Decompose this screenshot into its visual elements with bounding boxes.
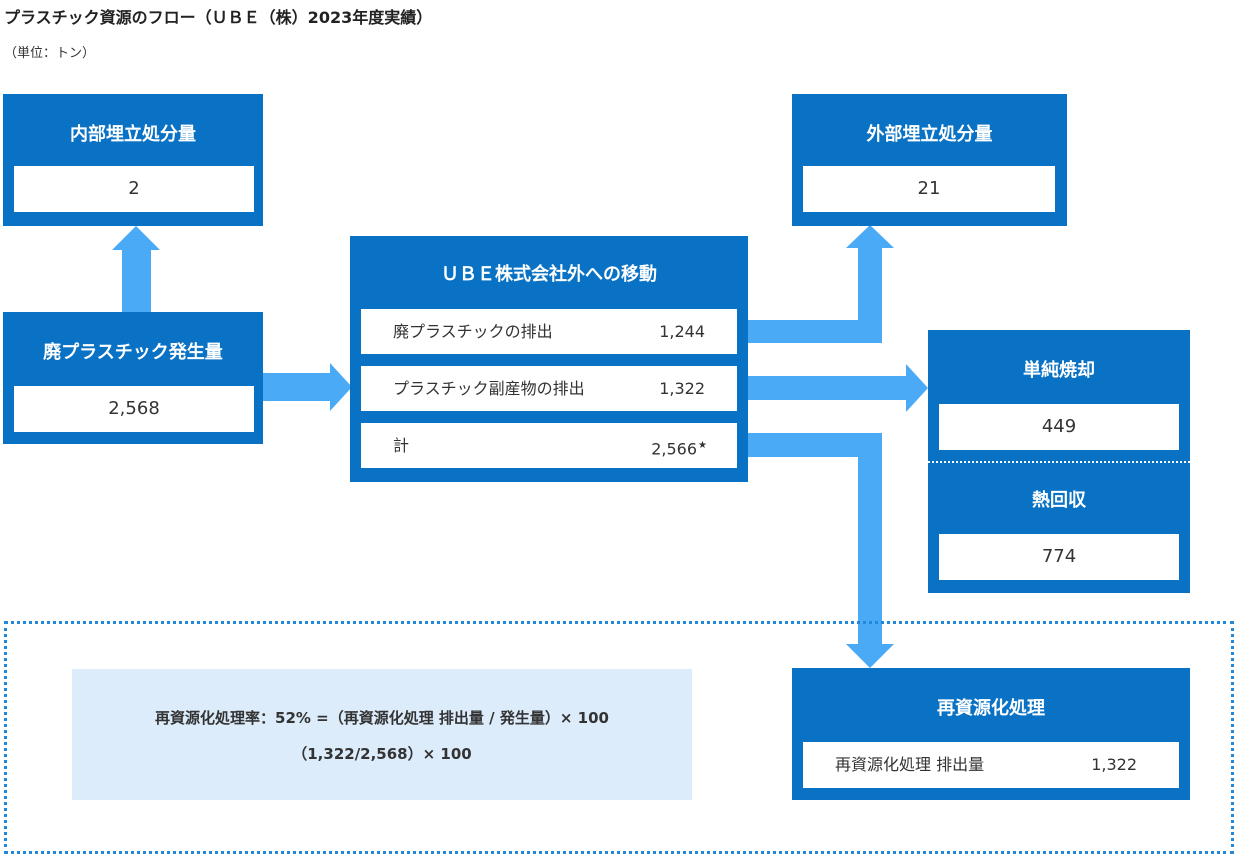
transfer-row-waste: 廃プラスチックの排出 1,244	[361, 309, 737, 354]
heat-recovery-label: 熱回収	[1032, 490, 1086, 511]
star-mark: ★	[698, 440, 707, 451]
incineration-label: 単純焼却	[1023, 360, 1095, 381]
transfer-row-value: 1,244	[659, 322, 705, 341]
heat-recovery-value: 774	[939, 534, 1179, 580]
transfer-row-value: 1,322	[659, 379, 705, 398]
external-landfill-label: 外部埋立処分量	[866, 124, 993, 145]
formula-box: 再資源化処理率：52% =（再資源化処理 排出量 / 発生量）× 100 （1,…	[72, 669, 692, 800]
external-landfill-value: 21	[803, 166, 1055, 212]
transfer-box: ＵＢＥ株式会社外への移動 廃プラスチックの排出 1,244 プラスチック副産物の…	[350, 236, 748, 482]
transfer-total-value: 2,566	[651, 439, 698, 459]
internal-landfill-box: 内部埋立処分量 2	[3, 94, 263, 226]
recycling-label: 再資源化処理	[937, 698, 1045, 719]
incineration-heat-box: 単純焼却 449 熱回収 774	[928, 330, 1190, 593]
recycling-row-label: 再資源化処理 排出量	[835, 755, 985, 774]
internal-landfill-label: 内部埋立処分量	[70, 124, 196, 145]
transfer-row-label: 廃プラスチックの排出	[393, 322, 553, 341]
internal-landfill-value: 2	[14, 166, 254, 212]
transfer-row-byproduct: プラスチック副産物の排出 1,322	[361, 366, 737, 411]
transfer-label: ＵＢＥ株式会社外への移動	[441, 264, 657, 285]
transfer-row-label: プラスチック副産物の排出	[393, 379, 585, 398]
arrow-to-recycling	[748, 433, 894, 668]
recycling-frame	[4, 621, 1234, 854]
divider	[928, 461, 1190, 463]
waste-plastic-label: 廃プラスチック発生量	[43, 342, 223, 363]
recycling-row: 再資源化処理 排出量 1,322	[803, 742, 1179, 788]
external-landfill-box: 外部埋立処分量 21	[792, 94, 1067, 226]
transfer-row-total: 計 2,566★	[361, 423, 737, 468]
transfer-row-label: 計	[393, 436, 410, 455]
waste-plastic-value: 2,568	[14, 386, 254, 432]
recycling-box: 再資源化処理 再資源化処理 排出量 1,322	[792, 668, 1190, 800]
arrow-to-internal-landfill	[112, 226, 160, 312]
arrow-to-transfer	[263, 363, 352, 411]
transfer-row-total-value: 2,566★	[651, 423, 707, 471]
unit-label: （単位：トン）	[4, 46, 96, 61]
incineration-value: 449	[939, 404, 1179, 450]
waste-plastic-box: 廃プラスチック発生量 2,568	[3, 312, 263, 444]
recycling-row-value: 1,322	[1091, 755, 1137, 774]
arrow-to-external-landfill	[748, 225, 894, 343]
page-title: プラスチック資源のフロー（ＵＢＥ（株）2023年度実績）	[4, 8, 433, 27]
arrow-to-incineration	[748, 364, 928, 412]
formula-line-2: （1,322/2,568）× 100	[292, 745, 472, 763]
formula-line-1: 再資源化処理率：52% =（再資源化処理 排出量 / 発生量）× 100	[155, 709, 609, 727]
